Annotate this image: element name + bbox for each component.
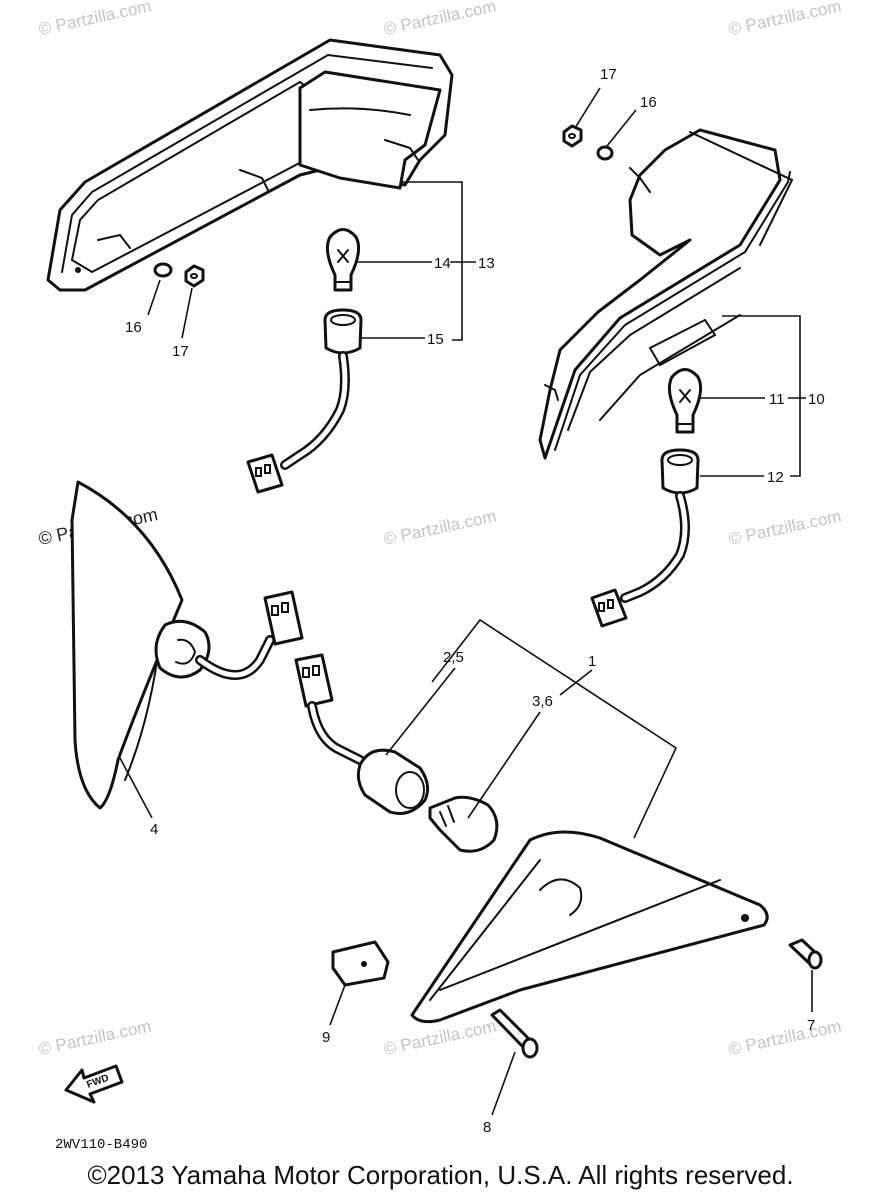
callout-13: 13 bbox=[478, 255, 495, 272]
left-lamp-leaders bbox=[147, 181, 476, 341]
right-nut-17 bbox=[562, 124, 583, 148]
watermark: © Partzilla.com bbox=[37, 0, 153, 39]
watermark: © Partzilla.com bbox=[382, 507, 498, 549]
left-socket-15 bbox=[246, 308, 363, 494]
right-rear-lamp-housing bbox=[538, 128, 794, 460]
callout-11: 11 bbox=[769, 391, 785, 408]
left-bulb-14 bbox=[325, 228, 361, 292]
callout-16: 16 bbox=[125, 319, 142, 336]
callout-15: 15 bbox=[427, 331, 444, 348]
callout-4: 4 bbox=[150, 821, 158, 838]
callout-3-6: 3,6 bbox=[532, 693, 553, 710]
callout-2-5: 2,5 bbox=[443, 649, 464, 666]
screw-8 bbox=[490, 1008, 539, 1116]
callout-8: 8 bbox=[483, 1119, 491, 1136]
front-socket-2 bbox=[294, 653, 430, 815]
front-leaders bbox=[385, 618, 678, 839]
right-socket-12 bbox=[590, 448, 700, 628]
callout-16: 16 bbox=[640, 94, 657, 111]
left-nut-16 bbox=[153, 262, 173, 278]
callout-17: 17 bbox=[172, 343, 189, 360]
watermark: © Partzilla.com bbox=[37, 1017, 153, 1059]
forward-arrow-icon: FWD bbox=[64, 1064, 124, 1104]
watermark: © Partzilla.com bbox=[382, 0, 498, 39]
right-lamp-leaders bbox=[574, 87, 806, 477]
callout-12: 12 bbox=[767, 469, 784, 486]
turn-signal-lens-4 bbox=[70, 480, 304, 819]
callout-17: 17 bbox=[600, 66, 617, 83]
watermark: © Partzilla.com bbox=[727, 1017, 843, 1059]
watermark: © Partzilla.com bbox=[727, 0, 843, 39]
watermark: © Partzilla.com bbox=[382, 1017, 498, 1059]
front-turn-lens-1 bbox=[410, 830, 769, 1024]
watermark: © Partzilla.com bbox=[727, 507, 843, 549]
callout-1: 1 bbox=[588, 653, 596, 670]
callout-9: 9 bbox=[322, 1029, 330, 1046]
right-bulb-11 bbox=[667, 368, 703, 434]
clip-9 bbox=[329, 940, 390, 1026]
left-rear-lamp-housing bbox=[46, 38, 454, 292]
callout-7: 7 bbox=[807, 1017, 815, 1034]
screw-7 bbox=[788, 938, 823, 1012]
copyright-notice: ©2013 Yamaha Motor Corporation, U.S.A. A… bbox=[87, 1160, 794, 1190]
callout-14: 14 bbox=[434, 255, 451, 272]
front-bulb-3 bbox=[428, 795, 499, 853]
callout-labels: 17 16 14 13 15 16 17 11 10 12 1 2,5 3,6 … bbox=[125, 66, 825, 1136]
diagram-code: 2WV110-B490 bbox=[55, 1137, 147, 1153]
left-nut-17 bbox=[184, 264, 205, 288]
right-nut-16 bbox=[596, 145, 614, 161]
callout-10: 10 bbox=[808, 391, 825, 408]
